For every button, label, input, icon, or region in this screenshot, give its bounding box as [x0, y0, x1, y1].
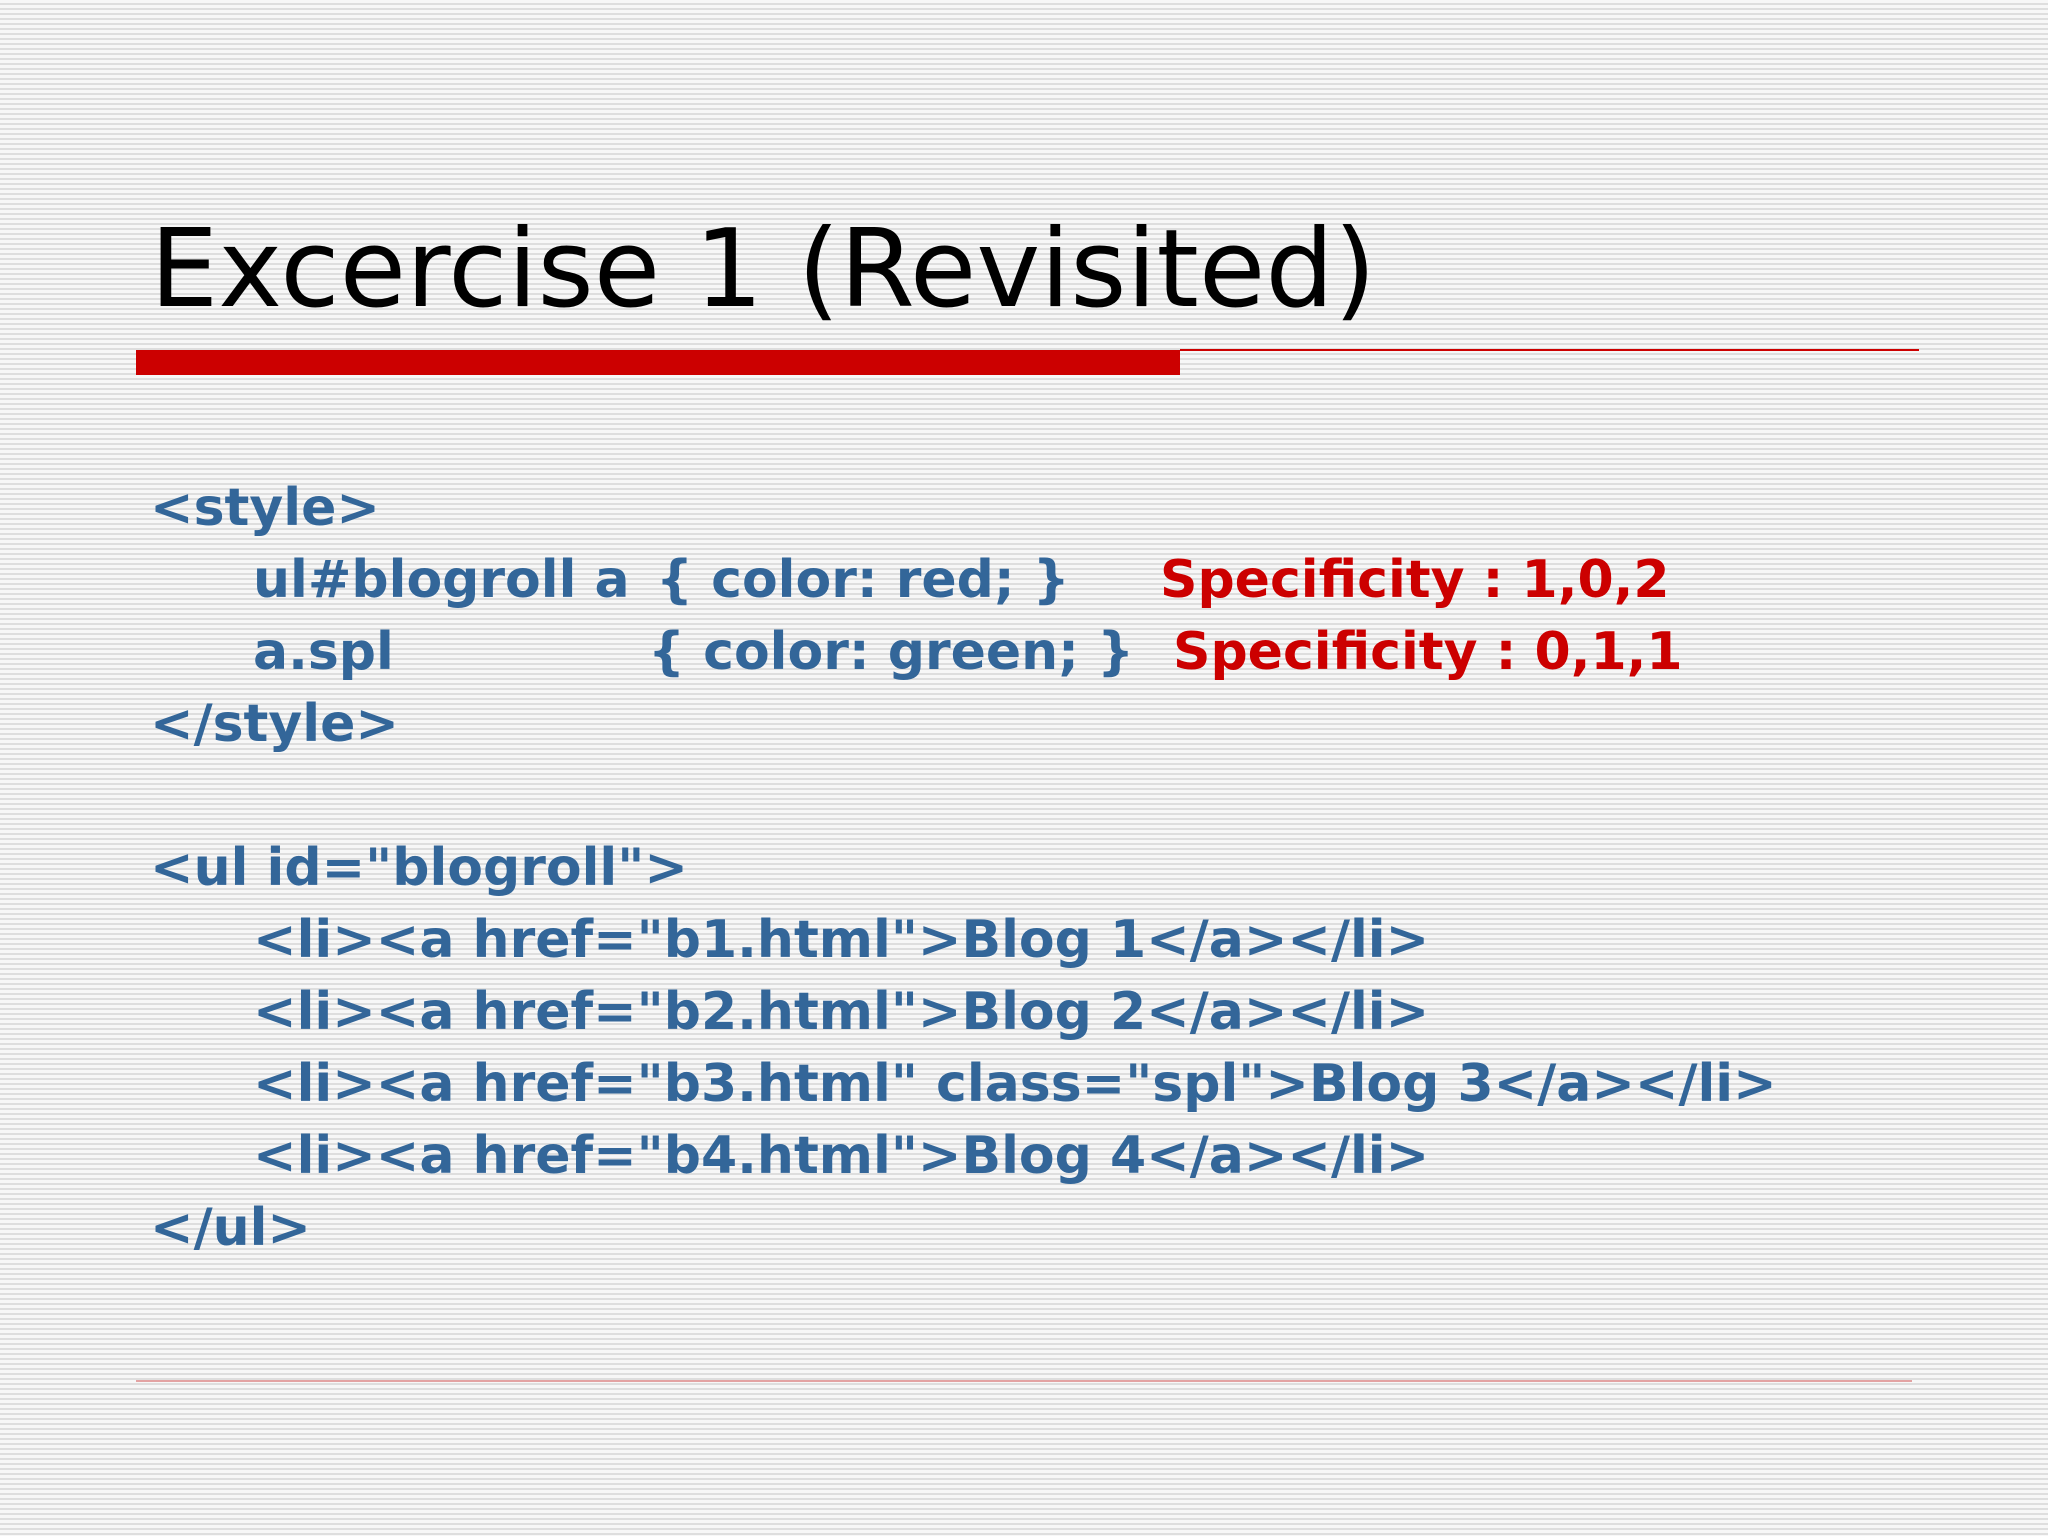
- title-underline-thin: [1180, 349, 1919, 351]
- code-style-close: </style>: [150, 694, 399, 754]
- slide-title: Excercise 1 (Revisited): [150, 207, 1377, 332]
- rule2-specificity: Specificity : 0,1,1: [1173, 622, 1683, 682]
- code-li-item: <li><a href="b1.html">Blog 1</a></li>: [253, 910, 1430, 970]
- code-rule2-selector: a.spl: [253, 622, 394, 682]
- code-li-item: <li><a href="b4.html">Blog 4</a></li>: [253, 1126, 1430, 1186]
- code-ul-close: </ul>: [150, 1198, 311, 1258]
- title-underline-thick: [136, 350, 1180, 375]
- code-style-open: <style>: [150, 478, 380, 538]
- code-rule2-declaration: { color: green; }: [648, 622, 1135, 682]
- footer-rule: [136, 1380, 1912, 1382]
- code-li-item: <li><a href="b3.html" class="spl">Blog 3…: [253, 1054, 1777, 1114]
- code-ul-open: <ul id="blogroll">: [150, 838, 688, 898]
- code-rule1-selector: ul#blogroll a: [253, 550, 630, 610]
- code-rule1-declaration: { color: red; }: [656, 550, 1070, 610]
- rule1-specificity: Specificity : 1,0,2: [1160, 550, 1670, 610]
- code-li-item: <li><a href="b2.html">Blog 2</a></li>: [253, 982, 1430, 1042]
